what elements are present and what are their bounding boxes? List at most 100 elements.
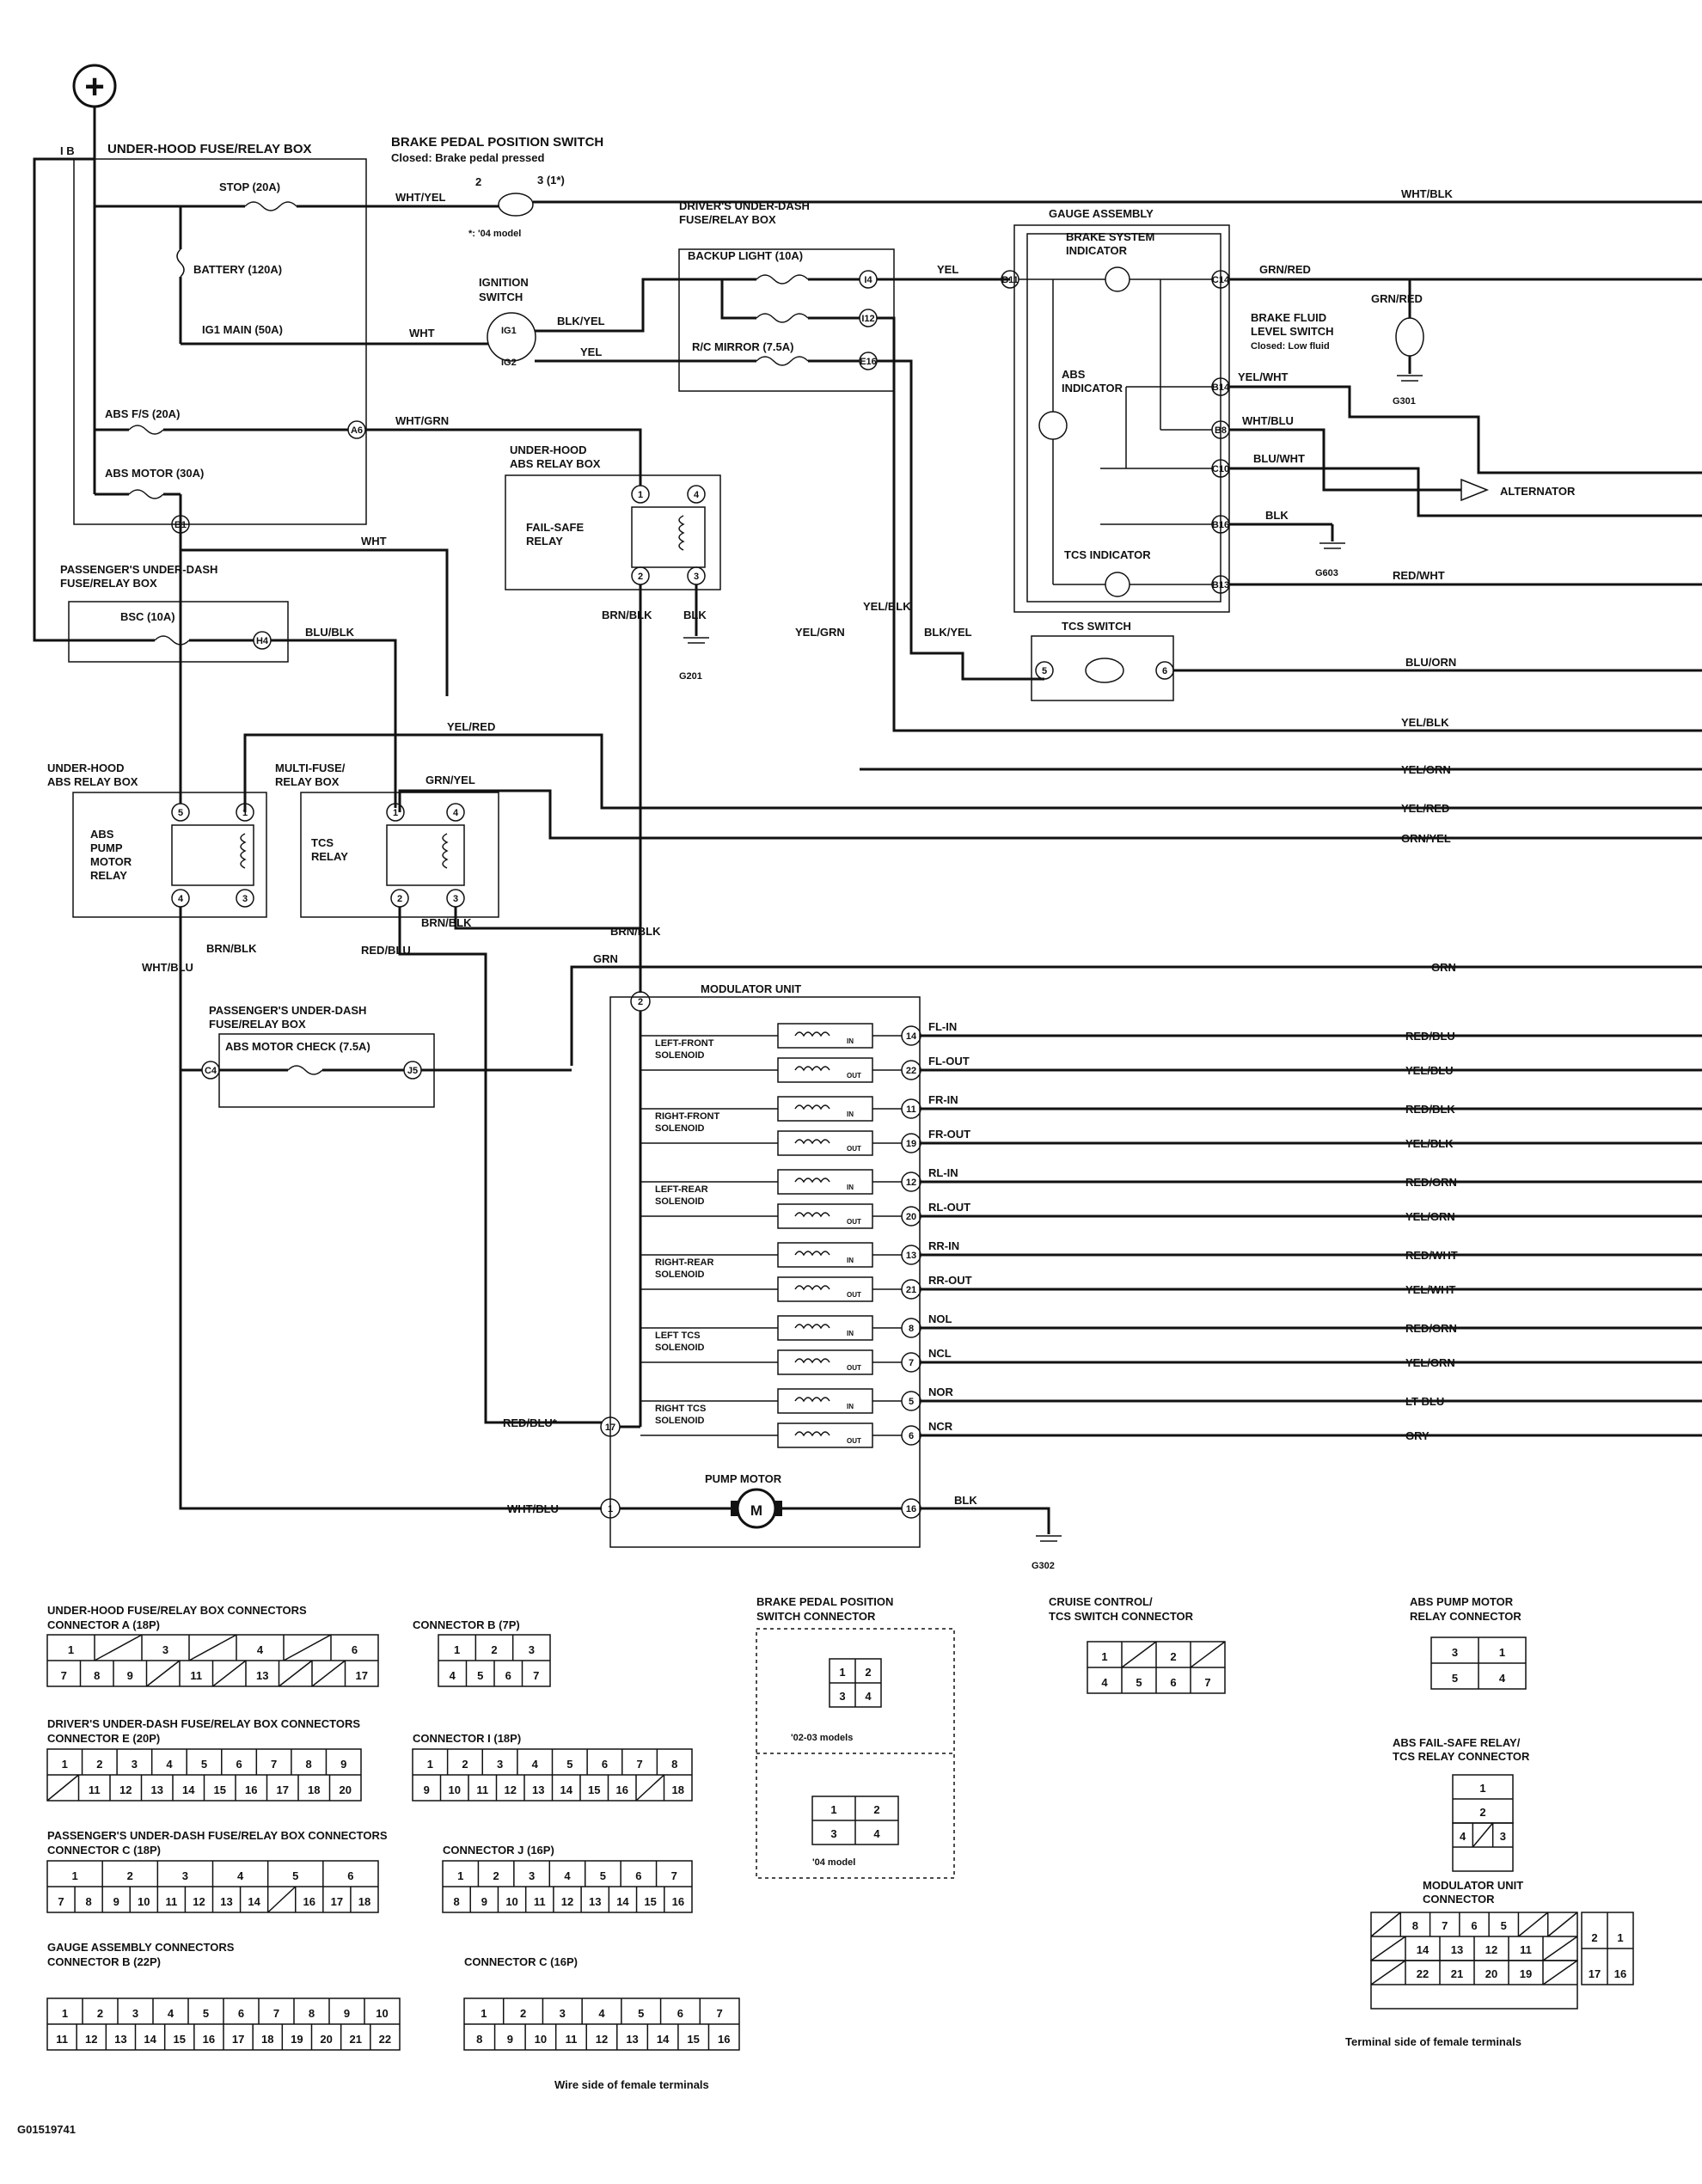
terminal-number: 13 [151, 1783, 163, 1796]
terminal-number: 12 [119, 1783, 132, 1796]
signal-name: FL-OUT [928, 1055, 970, 1068]
terminal-number: 2 [462, 1758, 468, 1771]
terminal-number: 3 [497, 1758, 503, 1771]
svg-text:MODULATOR UNIT: MODULATOR UNIT [1423, 1879, 1523, 1892]
terminal-number: 19 [1520, 1967, 1532, 1980]
terminal-number: 22 [379, 2033, 391, 2046]
terminal-number: 4 [1101, 1676, 1108, 1689]
svg-text:TCS INDICATOR: TCS INDICATOR [1064, 548, 1151, 561]
svg-text:BRN/BLK: BRN/BLK [421, 916, 472, 929]
terminal-number: 5 [477, 1669, 483, 1682]
signal-name: FL-IN [928, 1020, 957, 1033]
svg-text:G301: G301 [1393, 396, 1416, 407]
terminal-number: 4 [257, 1643, 264, 1656]
terminal-number: 9 [481, 1895, 487, 1908]
terminal-number: 6 [236, 1758, 242, 1771]
solenoid-name: RIGHT-FRONT [655, 1111, 719, 1122]
coil-label: IN [847, 1330, 854, 1337]
terminal-number: 3 [132, 1758, 138, 1771]
modulator-outline [609, 996, 921, 1548]
terminal-number: 17 [356, 1669, 368, 1682]
terminal-number: 9 [424, 1783, 430, 1796]
terminal-number: 13 [220, 1895, 232, 1908]
svg-text:'04 model: '04 model [812, 1857, 855, 1868]
terminal-number: 7 [1204, 1676, 1210, 1689]
coil [777, 1315, 873, 1341]
terminal-number: 12 [596, 2033, 608, 2046]
terminal-number: 9 [113, 1895, 119, 1908]
svg-text:E16: E16 [860, 357, 877, 367]
terminal-number: 6 [238, 2007, 244, 2020]
signal-name: FR-IN [928, 1093, 958, 1106]
svg-text:2: 2 [475, 175, 481, 188]
terminal-number: 6 [1471, 1919, 1477, 1932]
svg-text:Wire side of female terminals: Wire side of female terminals [554, 2078, 709, 2091]
terminal-number: 2 [127, 1869, 133, 1882]
terminal-number: 7 [671, 1869, 677, 1882]
svg-text:IG2: IG2 [501, 358, 517, 368]
svg-text:3 (1*): 3 (1*) [537, 174, 565, 187]
svg-text:RELAY: RELAY [90, 869, 127, 882]
svg-text:C4: C4 [205, 1066, 217, 1076]
svg-text:4: 4 [453, 808, 459, 818]
terminal-number: 5 [600, 1869, 606, 1882]
terminal-number: 7 [273, 2007, 279, 2020]
svg-text:CONNECTOR B (7P): CONNECTOR B (7P) [413, 1618, 520, 1631]
terminal-number: 12 [85, 2033, 97, 2046]
terminal-number: 6 [635, 1869, 641, 1882]
terminal-number: 20 [1485, 1967, 1497, 1980]
terminal-number: 5 [203, 2007, 209, 2020]
terminal-number: 13 [256, 1669, 268, 1682]
coil-label: IN [847, 1403, 854, 1410]
solenoid-name: LEFT-REAR [655, 1184, 708, 1195]
terminal-number: 10 [138, 1895, 150, 1908]
terminal-number: 2 [520, 2007, 526, 2020]
svg-text:I4: I4 [864, 275, 872, 285]
pin-number: 22 [906, 1066, 916, 1076]
svg-text:GRN/YEL: GRN/YEL [426, 774, 475, 786]
fuse-stop: STOP (20A) [219, 180, 280, 193]
svg-text:G201: G201 [679, 671, 702, 682]
terminal-number: 17 [331, 1895, 343, 1908]
terminal-number: 8 [309, 2007, 315, 2020]
connector-views: UNDER-HOOD FUSE/RELAY BOX CONNECTORS CON… [46, 1595, 1634, 2091]
fuse-ig1: IG1 MAIN (50A) [202, 323, 283, 336]
svg-text:*: '04 model: *: '04 model [468, 229, 521, 239]
alternator: ALTERNATOR [1460, 478, 1576, 502]
solenoid-name: LEFT TCS [655, 1331, 701, 1341]
terminal-number: 7 [636, 1758, 642, 1771]
svg-text:ABS: ABS [1062, 368, 1086, 381]
terminal-number: 4 [532, 1758, 539, 1771]
svg-text:BRAKE SYSTEM: BRAKE SYSTEM [1066, 230, 1154, 243]
pin-number: 21 [906, 1285, 916, 1295]
terminal-number: 4 [1460, 1830, 1466, 1843]
terminal-number: 1 [830, 1803, 836, 1816]
terminal-number: 1 [62, 2007, 68, 2020]
terminal-number: 10 [505, 1895, 517, 1908]
svg-text:2: 2 [397, 894, 402, 904]
terminal-number: 19 [291, 2033, 303, 2046]
svg-text:GRN/YEL: GRN/YEL [1401, 832, 1451, 845]
fuse-absfs: ABS F/S (20A) [105, 407, 180, 420]
svg-text:CRUISE CONTROL/: CRUISE CONTROL/ [1049, 1595, 1153, 1608]
svg-text:CONNECTOR C (16P): CONNECTOR C (16P) [464, 1955, 578, 1968]
terminal-number: 5 [1501, 1919, 1507, 1932]
svg-text:WHT/GRN: WHT/GRN [395, 414, 449, 427]
solenoid-name: RIGHT-REAR [655, 1257, 714, 1268]
terminal-number: 17 [277, 1783, 289, 1796]
terminal-number: 16 [1614, 1967, 1626, 1980]
terminal-number: 2 [97, 2007, 103, 2020]
pin-number: 11 [906, 1104, 916, 1115]
wire-color: RED/GRN [1405, 1322, 1457, 1335]
terminal-number: 3 [529, 1643, 535, 1656]
terminal-number: 11 [89, 1783, 101, 1796]
terminal-number: 11 [566, 2033, 578, 2046]
